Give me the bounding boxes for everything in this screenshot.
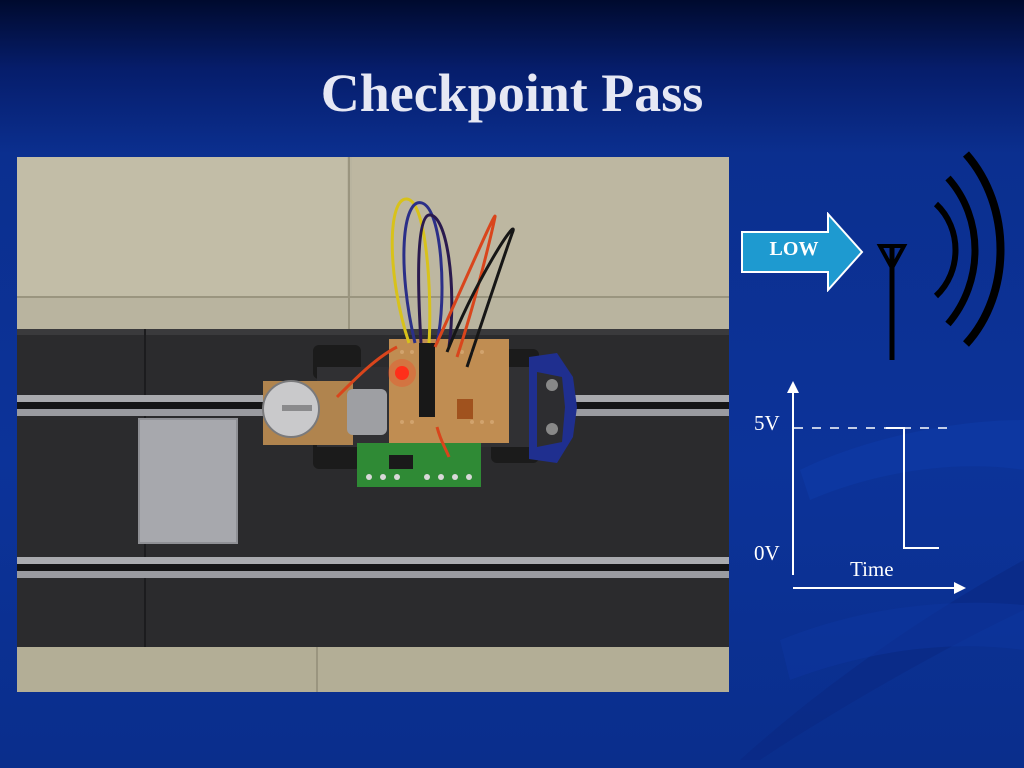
time-axis-label: Time <box>850 557 894 581</box>
slot-car-photo <box>17 157 729 692</box>
slide-title: Checkpoint Pass <box>320 63 704 123</box>
signal-arrow <box>741 212 864 292</box>
low-voltage-label: 0V <box>754 541 780 565</box>
high-voltage-label: 5V <box>754 411 780 435</box>
signal-arrow-label: LOW <box>769 238 819 260</box>
voltage-time-graph <box>787 381 966 594</box>
antenna-icon <box>876 151 1005 360</box>
